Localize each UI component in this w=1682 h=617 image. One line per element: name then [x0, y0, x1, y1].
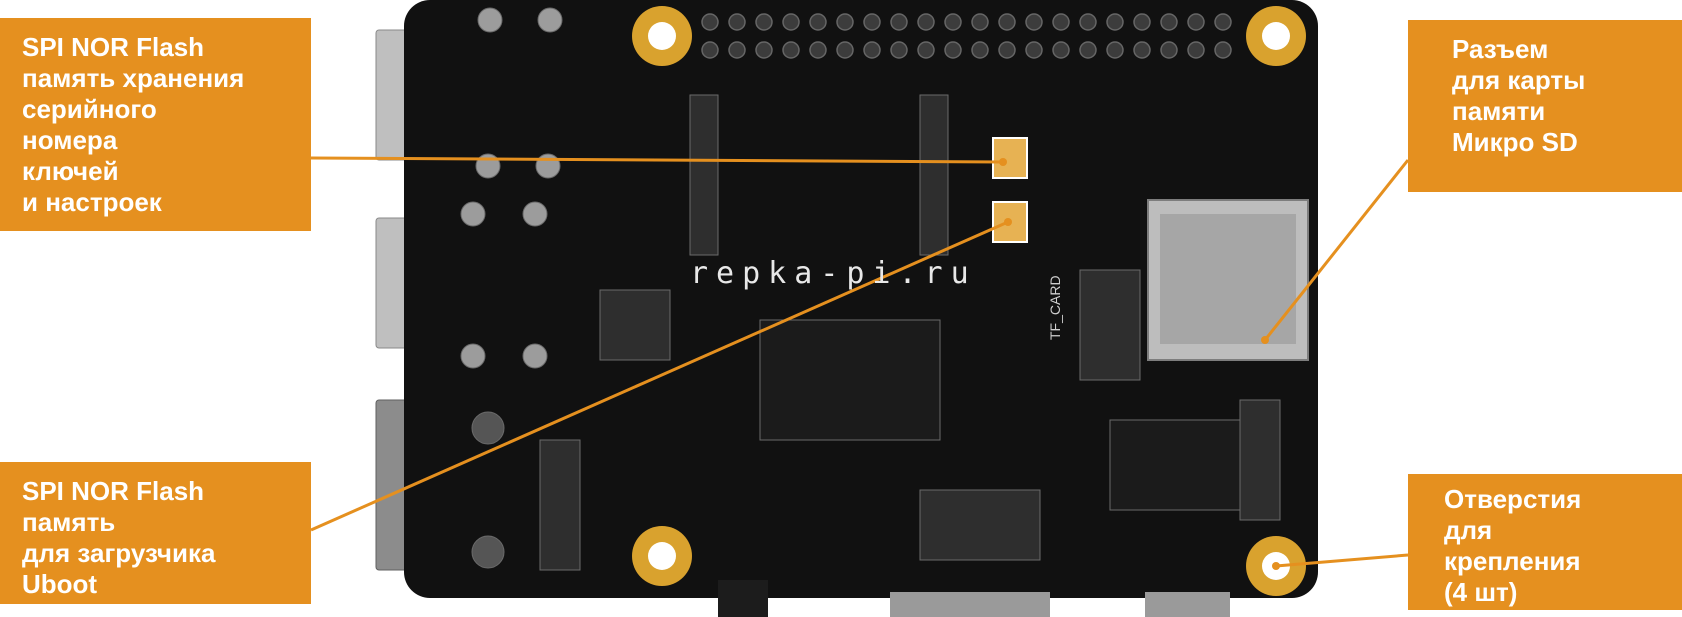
callout-line: Микро SD	[1452, 127, 1578, 157]
power-connector	[1145, 592, 1230, 617]
leader-lines	[310, 156, 1410, 568]
callout-line: крепления	[1444, 546, 1581, 576]
callout-spi-flash-uboot: SPI NOR Flash память для загрузчика Uboo…	[0, 462, 311, 604]
callout-line: (4 шт)	[1444, 577, 1518, 607]
callout-line: для	[1444, 515, 1493, 545]
callout-line: для карты	[1452, 65, 1586, 95]
audio-jack	[718, 580, 768, 617]
board-components	[460, 7, 1281, 571]
callout-line: серийного	[22, 94, 157, 124]
callout-line: память хранения	[22, 63, 245, 93]
callout-line: номера	[22, 125, 118, 155]
callout-line: SPI NOR Flash	[22, 476, 205, 506]
callout-line: память	[22, 507, 116, 537]
tf-card-marking: TF_CARD	[1047, 275, 1063, 340]
hdmi-connector	[890, 592, 1050, 617]
callout-line: Разъем	[1452, 34, 1549, 64]
callout-line: памяти	[1452, 96, 1546, 126]
silkscreen-site-url: repka-pi.ru	[690, 256, 977, 291]
callout-line: и настроек	[22, 187, 162, 217]
callout-line: Uboot	[22, 569, 98, 599]
leader-endpoints	[999, 158, 1280, 570]
callout-micro-sd-slot: Разъем для карты памяти Микро SD	[1408, 20, 1682, 192]
pcb-board	[404, 0, 1318, 598]
callout-line: ключей	[22, 156, 119, 186]
gpio-header	[701, 13, 1232, 59]
callout-spi-flash-serial: SPI NOR Flash память хранения серийного …	[0, 18, 311, 231]
callout-line: Отверстия	[1444, 484, 1582, 514]
spi-flash-chip-serial	[992, 137, 1028, 179]
callout-mounting-holes: Отверстия для крепления (4 шт)	[1408, 474, 1682, 610]
callout-line: SPI NOR Flash	[22, 32, 205, 62]
mounting-holes	[632, 6, 1306, 596]
callout-line: для загрузчика	[22, 538, 216, 568]
